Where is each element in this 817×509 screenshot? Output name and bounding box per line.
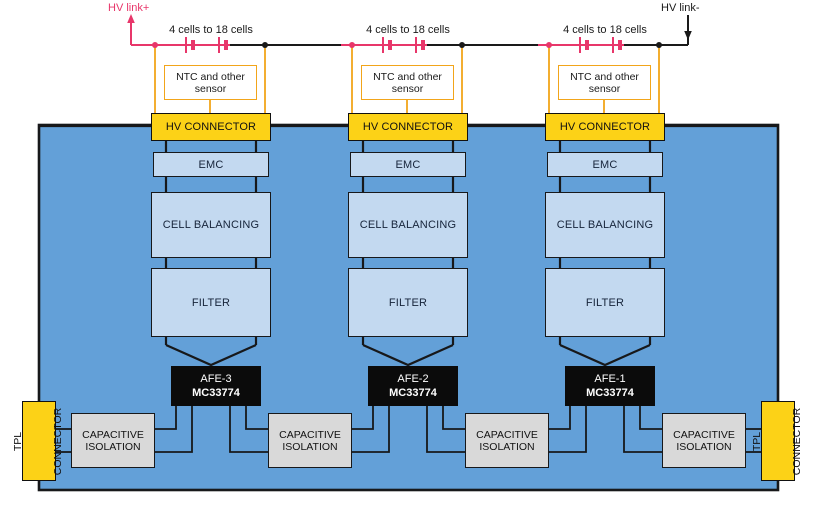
tpl-line2: CONNECTOR bbox=[791, 407, 804, 475]
cell-symbol-group-3 bbox=[579, 37, 622, 53]
module-1-stack-links bbox=[164, 141, 258, 367]
afe-part-label: MC33774 bbox=[192, 387, 240, 399]
afe-block-module-2: AFE-2 MC33774 bbox=[368, 366, 458, 406]
afe-name-label: AFE-3 bbox=[200, 373, 232, 385]
hv-connector-module-1[interactable]: HV CONNECTOR bbox=[151, 113, 271, 141]
cell-symbol-group-2 bbox=[382, 37, 425, 53]
isolation-line1: CAPACITIVE bbox=[673, 428, 735, 441]
isolation-line1: CAPACITIVE bbox=[476, 428, 538, 441]
isolation-line2: ISOLATION bbox=[676, 440, 732, 453]
capacitive-isolation-block-4: CAPACITIVE ISOLATION bbox=[662, 413, 746, 468]
cell-balancing-block-module-1: CELL BALANCING bbox=[151, 192, 271, 258]
ntc-sensor-line2: sensor bbox=[588, 82, 621, 95]
tpl-connector-right-text: TPL CONNECTOR bbox=[726, 407, 817, 474]
tpl-line2: CONNECTOR bbox=[52, 407, 65, 475]
filter-label: FILTER bbox=[388, 296, 428, 309]
ntc-sensor-box-2: NTC and other sensor bbox=[361, 65, 454, 100]
bus-node-dot bbox=[459, 42, 465, 48]
hv-connector-label: HV CONNECTOR bbox=[165, 121, 257, 133]
afe-part-label: MC33774 bbox=[389, 387, 437, 399]
tpl-connector-left[interactable]: TPL CONNECTOR bbox=[13, 401, 64, 481]
isolation-line1: CAPACITIVE bbox=[279, 428, 341, 441]
cell-balancing-label: CELL BALANCING bbox=[359, 219, 457, 231]
emc-label: EMC bbox=[395, 158, 421, 171]
bus-node-dot bbox=[262, 42, 268, 48]
ntc-sensor-box-3: NTC and other sensor bbox=[558, 65, 651, 100]
emc-block-module-1: EMC bbox=[153, 152, 269, 177]
hv-connector-label: HV CONNECTOR bbox=[362, 121, 454, 133]
ntc-sensor-line1: NTC and other bbox=[176, 70, 245, 83]
emc-block-module-2: EMC bbox=[350, 152, 466, 177]
cell-balancing-label: CELL BALANCING bbox=[556, 219, 654, 231]
afe-block-module-3: AFE-1 MC33774 bbox=[565, 366, 655, 406]
capacitive-isolation-block-2: CAPACITIVE ISOLATION bbox=[268, 413, 352, 468]
afe-name-label: AFE-1 bbox=[594, 373, 626, 385]
tpl-connector-right[interactable]: TPL CONNECTOR bbox=[752, 401, 803, 481]
module-3-stack-links bbox=[558, 141, 652, 367]
tpl-line1: TPL bbox=[751, 431, 764, 451]
cell-balancing-block-module-2: CELL BALANCING bbox=[348, 192, 468, 258]
hv-link-positive-wire bbox=[127, 14, 135, 45]
isolation-line2: ISOLATION bbox=[479, 440, 535, 453]
ntc-sensor-box-1: NTC and other sensor bbox=[164, 65, 257, 100]
afe-name-label: AFE-2 bbox=[397, 373, 429, 385]
capacitive-isolation-block-1: CAPACITIVE ISOLATION bbox=[71, 413, 155, 468]
emc-label: EMC bbox=[592, 158, 618, 171]
filter-label: FILTER bbox=[585, 296, 625, 309]
cell-symbol-group-1 bbox=[185, 37, 228, 53]
ntc-sensor-line1: NTC and other bbox=[373, 70, 442, 83]
isolation-line1: CAPACITIVE bbox=[82, 428, 144, 441]
isolation-line2: ISOLATION bbox=[282, 440, 338, 453]
module-2-stack-links bbox=[361, 141, 455, 367]
hv-connector-module-3[interactable]: HV CONNECTOR bbox=[545, 113, 665, 141]
hv-connector-module-2[interactable]: HV CONNECTOR bbox=[348, 113, 468, 141]
bus-node-dot bbox=[349, 42, 355, 48]
tpl-connector-left-text: TPL CONNECTOR bbox=[0, 407, 92, 474]
cell-balancing-block-module-3: CELL BALANCING bbox=[545, 192, 665, 258]
filter-block-module-1: FILTER bbox=[151, 268, 271, 337]
emc-label: EMC bbox=[198, 158, 224, 171]
ntc-sensor-line2: sensor bbox=[391, 82, 424, 95]
cell-balancing-label: CELL BALANCING bbox=[162, 219, 260, 231]
bus-node-dot bbox=[546, 42, 552, 48]
tpl-daisy-chain-wiring bbox=[56, 405, 761, 453]
hv-link-negative-wire bbox=[684, 15, 692, 45]
bus-node-dot bbox=[656, 42, 662, 48]
ntc-sensor-line1: NTC and other bbox=[570, 70, 639, 83]
afe-block-module-1: AFE-3 MC33774 bbox=[171, 366, 261, 406]
tpl-line1: TPL bbox=[12, 431, 25, 451]
capacitive-isolation-block-3: CAPACITIVE ISOLATION bbox=[465, 413, 549, 468]
filter-block-module-3: FILTER bbox=[545, 268, 665, 337]
filter-label: FILTER bbox=[191, 296, 231, 309]
emc-block-module-3: EMC bbox=[547, 152, 663, 177]
bus-node-dot bbox=[152, 42, 158, 48]
filter-block-module-2: FILTER bbox=[348, 268, 468, 337]
ntc-sensor-line2: sensor bbox=[194, 82, 227, 95]
hv-connector-label: HV CONNECTOR bbox=[559, 121, 651, 133]
isolation-line2: ISOLATION bbox=[85, 440, 141, 453]
afe-part-label: MC33774 bbox=[586, 387, 634, 399]
